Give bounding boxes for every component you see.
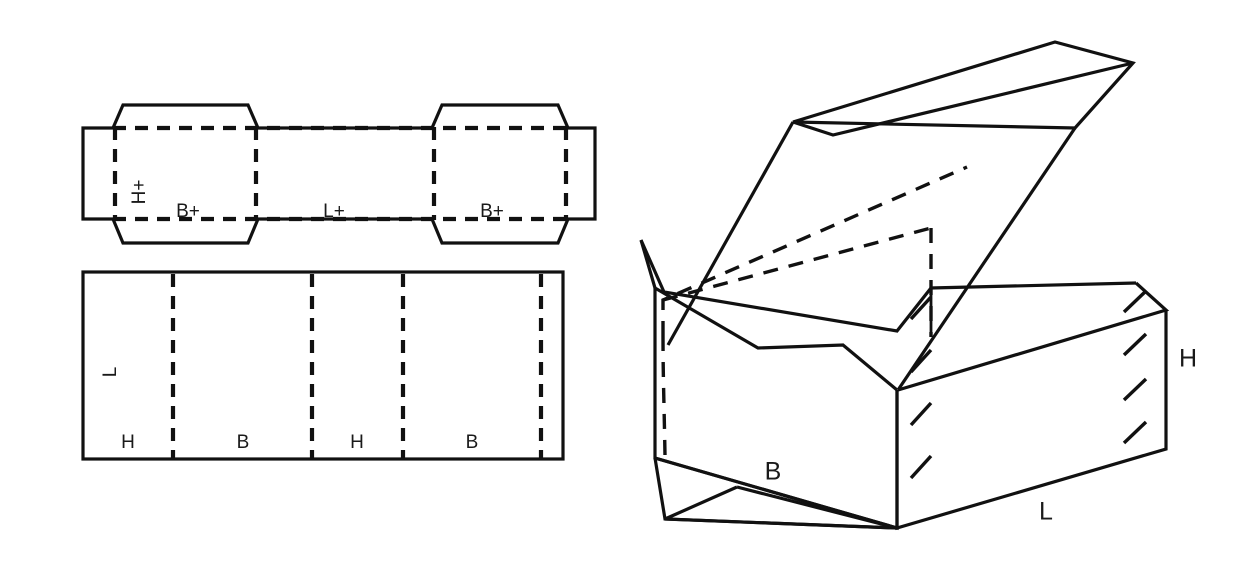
- dieline-bottom-panel: L H B H B: [81, 270, 565, 461]
- box-lid-top-face: [792, 40, 1136, 130]
- box-rim-right-flap: [897, 281, 1170, 392]
- box-rim-top-left-flap: [639, 239, 1137, 333]
- label-b-plus-left: B+: [176, 201, 200, 222]
- box-face-right-l: [895, 310, 1168, 531]
- stitch-mark-left-2: [909, 348, 933, 374]
- label-h-right: H: [350, 432, 364, 453]
- stitch-mark-right-3: [1122, 377, 1148, 402]
- stitch-mark-right-4: [1122, 420, 1148, 445]
- label-l-plus: L+: [323, 201, 345, 222]
- label-box-h: H: [1179, 345, 1197, 373]
- stitch-mark-right-2: [1122, 332, 1148, 357]
- stitch-mark-left-3: [909, 401, 933, 427]
- label-box-l: L: [1039, 498, 1053, 526]
- label-b-right: B: [466, 432, 479, 453]
- stitch-mark-left-1: [909, 295, 933, 321]
- isometric-box: B L H: [639, 40, 1197, 531]
- box-hidden-rear-corner-curve: [661, 335, 667, 456]
- stitch-mark-left-4: [909, 454, 933, 480]
- base-outer-cut-contour: [81, 270, 565, 461]
- label-h-left: H: [121, 432, 135, 453]
- label-l-rotated: L: [100, 367, 121, 378]
- box-rim-left-outer: [639, 239, 657, 289]
- box-lid-front-edge: [792, 61, 1134, 137]
- label-box-b: B: [765, 458, 782, 486]
- box-bottom-flap-fold: [654, 456, 898, 530]
- box-rim-inner-left: [654, 286, 899, 392]
- box-bottom-flap-diagonal-1: [664, 517, 898, 530]
- label-b-left: B: [237, 432, 250, 453]
- box-hidden-rear-edges: [661, 165, 968, 336]
- label-h-plus: H+: [129, 180, 150, 205]
- label-b-plus-right: B+: [480, 201, 504, 222]
- box-lid-hinge-arm-right: [896, 127, 1077, 391]
- lid-outer-cut-contour: [81, 103, 597, 245]
- box-bottom-flap-diagonal-2: [664, 485, 738, 521]
- box-hidden-rear-top-rail: [662, 226, 932, 302]
- dieline-top-panel: H+ B+ L+ B+: [81, 103, 597, 245]
- stitch-mark-right-1: [1122, 289, 1148, 314]
